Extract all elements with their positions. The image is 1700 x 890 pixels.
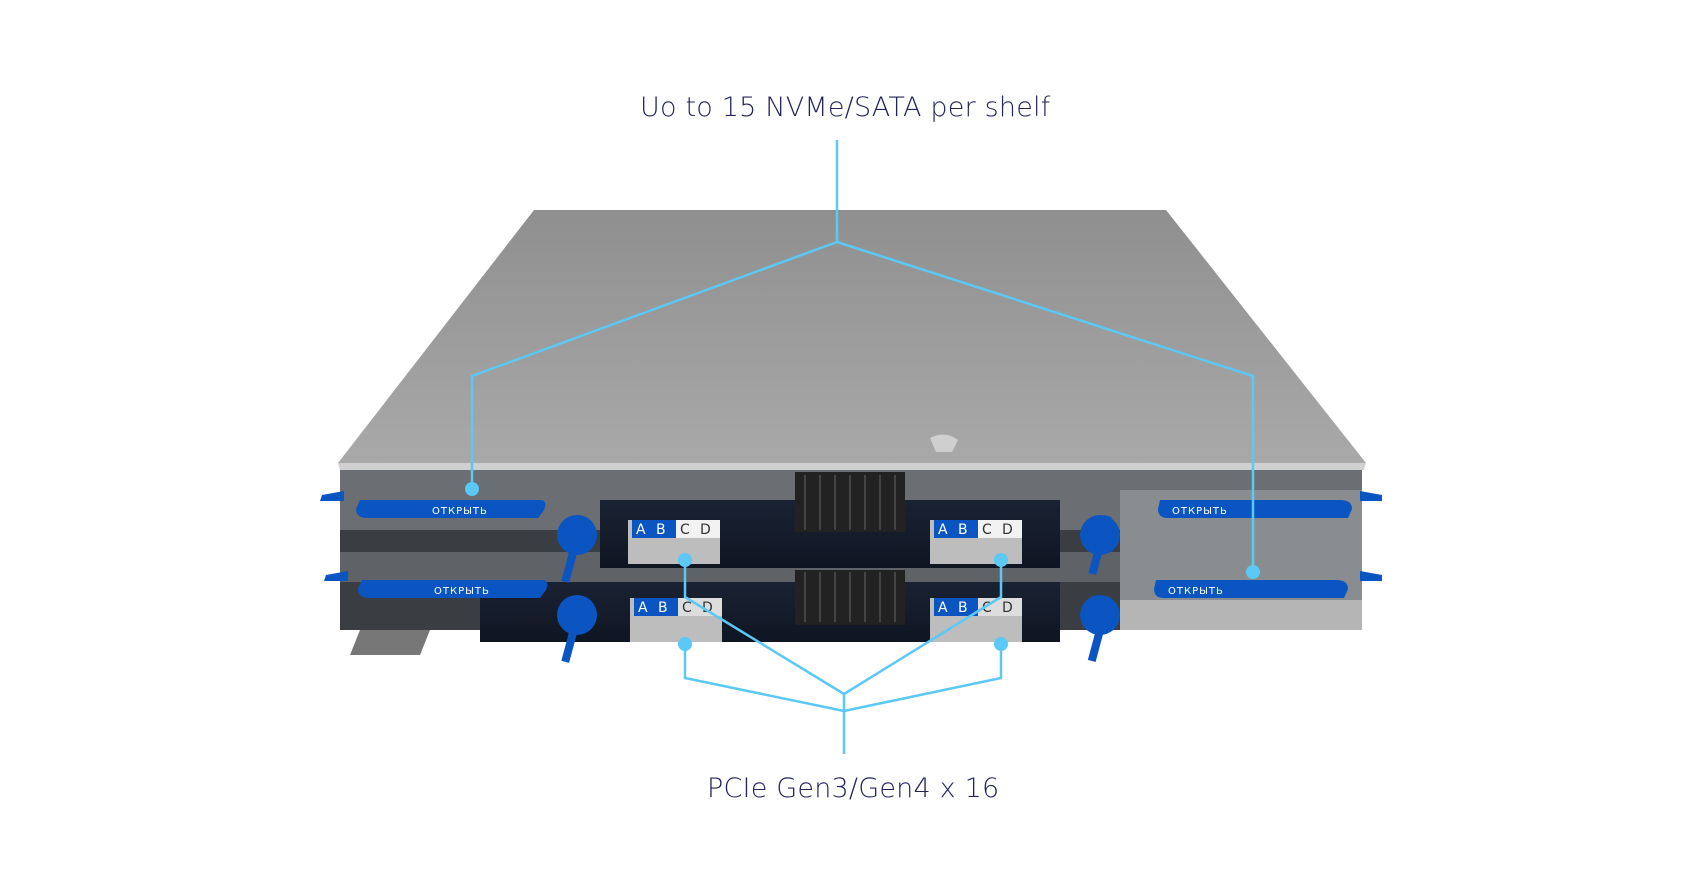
rotary-handles[interactable] <box>557 514 1120 663</box>
pcie-slot-bottom-left: A B C D <box>630 598 722 642</box>
slot-letter: B <box>658 600 668 616</box>
pcie-slot-top-left: A B C D <box>628 520 720 564</box>
slot-letter: D <box>1002 522 1013 538</box>
slot-letter: D <box>1002 600 1013 616</box>
latch-label: ОТКРЫТЬ <box>1172 506 1228 517</box>
latch-label: ОТКРЫТЬ <box>432 506 488 517</box>
latch-label: ОТКРЫТЬ <box>1168 586 1224 597</box>
slot-letter: B <box>958 522 968 538</box>
slot-letter: A <box>938 600 948 616</box>
pcie-slot-bottom-right: A B C D <box>930 598 1022 642</box>
chassis-lid <box>338 210 1366 463</box>
callout-dots <box>465 482 1260 651</box>
callout-lines <box>470 140 1255 754</box>
slot-letter: C <box>982 600 992 616</box>
slot-letter: C <box>982 522 992 538</box>
slot-letter: A <box>638 600 648 616</box>
slot-letter: D <box>702 600 713 616</box>
latch-top-left[interactable]: ОТКРЫТЬ <box>356 500 546 518</box>
callout-label-nvme: Uo to 15 NVMe/SATA per shelf <box>640 92 1051 123</box>
lid-screw <box>930 434 958 452</box>
callout-label-pcie: PCIe Gen3/Gen4 x 16 <box>707 773 1000 804</box>
latch-bottom-left[interactable]: ОТКРЫТЬ <box>358 580 548 598</box>
pcie-slot-top-right: A B C D <box>930 520 1022 564</box>
slot-letter: C <box>682 600 692 616</box>
latch-bottom-right[interactable]: ОТКРЫТЬ <box>1154 580 1348 598</box>
slot-letter: B <box>656 522 666 538</box>
latch-label: ОТКРЫТЬ <box>434 586 490 597</box>
latch-top-right[interactable]: ОТКРЫТЬ <box>1158 500 1352 518</box>
slot-letter: A <box>636 522 646 538</box>
slot-letter: D <box>700 522 711 538</box>
slot-letter: A <box>938 522 948 538</box>
slot-letter: C <box>680 522 690 538</box>
slot-letter: B <box>958 600 968 616</box>
